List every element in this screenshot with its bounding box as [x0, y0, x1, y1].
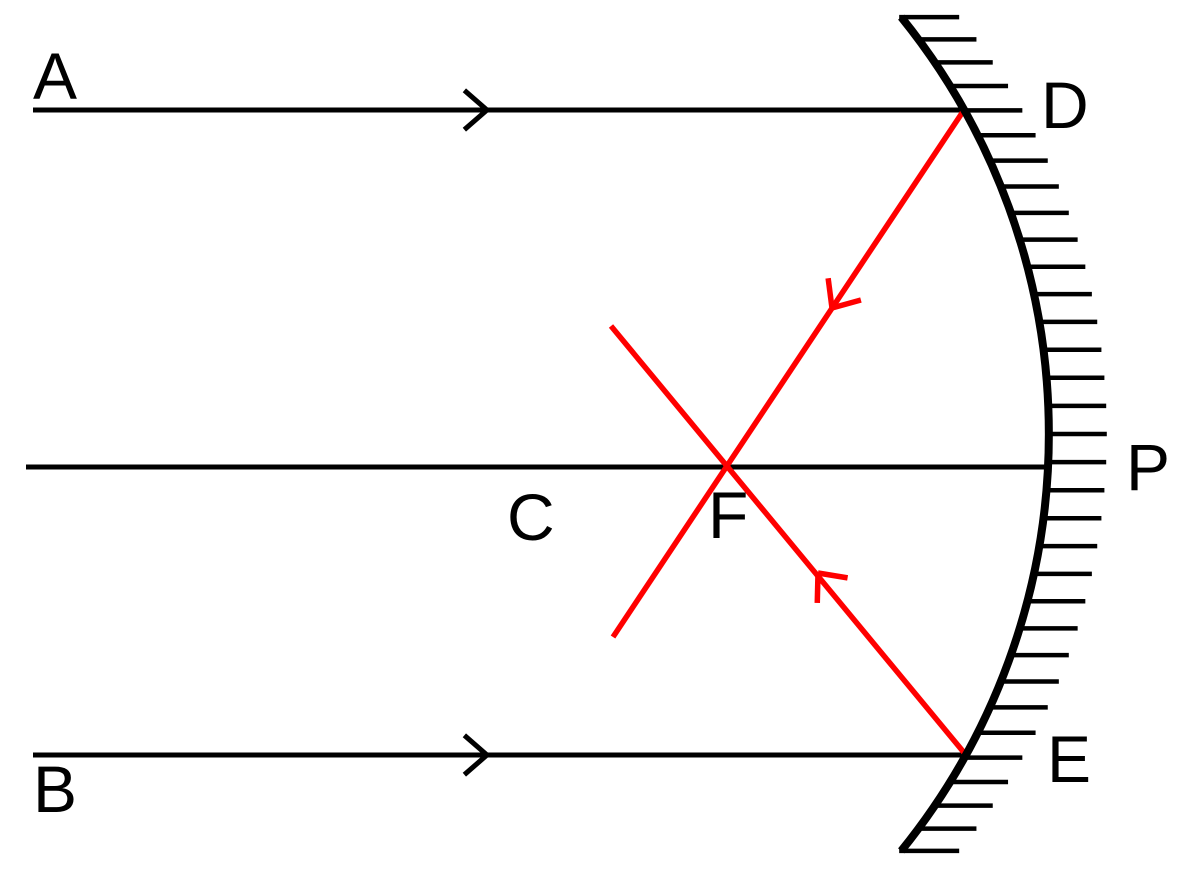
arrow-ray-A-leg2 [462, 88, 489, 112]
arrow-refl-E-F-leg1 [817, 570, 849, 581]
arrow-ray-B-leg2 [462, 733, 489, 757]
arrow-refl-E-F-leg2 [814, 572, 821, 604]
label-C: C [507, 480, 555, 554]
label-A: A [33, 39, 77, 113]
reflected-from-E [608, 324, 969, 757]
arrow-ray-B-leg1 [462, 753, 489, 777]
arrow-refl-D-F-leg2 [831, 297, 862, 311]
label-F: F [708, 478, 748, 552]
label-D: D [1041, 68, 1089, 142]
concave-mirror-arc [898, 14, 1053, 854]
label-E: E [1047, 722, 1091, 796]
arrow-refl-D-F-leg1 [825, 277, 835, 309]
reflected-from-D [610, 108, 967, 639]
arrow-ray-A-leg1 [462, 108, 489, 132]
label-P: P [1126, 430, 1170, 504]
label-B: B [33, 752, 77, 826]
